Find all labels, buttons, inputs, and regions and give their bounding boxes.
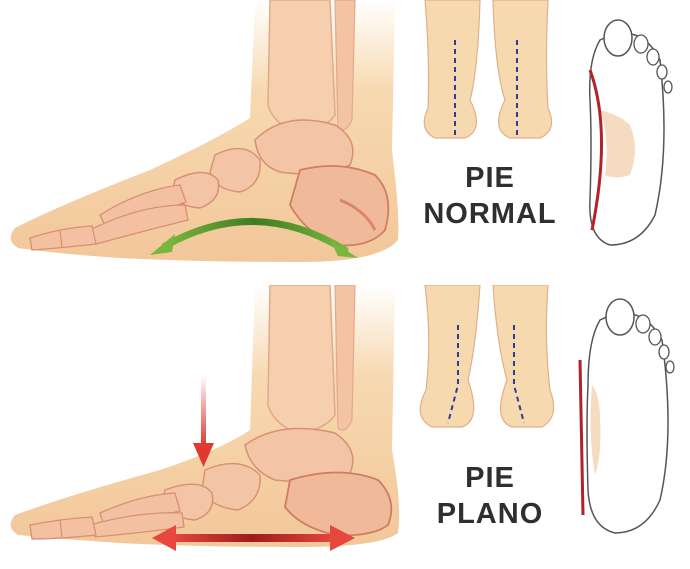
- legs-rear-view-icon: [423, 0, 553, 139]
- flat-foot-illustration: [10, 285, 675, 551]
- legs-rear-view-flat-icon: [419, 285, 555, 428]
- footprint-flat-icon: [578, 298, 675, 534]
- flat-sole-line: [578, 359, 585, 516]
- flat-foot-panel: PIE PLANO: [0, 285, 690, 569]
- guide-line-right-flat: [513, 325, 525, 424]
- arch-arrow-icon: [150, 217, 358, 258]
- normal-label-line2: NORMAL: [423, 198, 557, 230]
- normal-label-line1: PIE: [465, 162, 515, 194]
- plano-label-line2: PLANO: [436, 498, 544, 530]
- guide-line-left-flat: [447, 325, 459, 424]
- footprint-normal-icon: [588, 19, 673, 246]
- arch-curve-line: [588, 69, 604, 231]
- down-arrow-icon: [193, 375, 214, 467]
- foot-side-flat-icon: [10, 285, 400, 547]
- foot-side-icon: [10, 0, 399, 262]
- normal-foot-illustration: [10, 0, 673, 262]
- flat-arrow-icon: [152, 525, 355, 551]
- normal-foot-panel: PIE NORMAL: [0, 0, 690, 284]
- plano-label-line1: PIE: [465, 462, 515, 494]
